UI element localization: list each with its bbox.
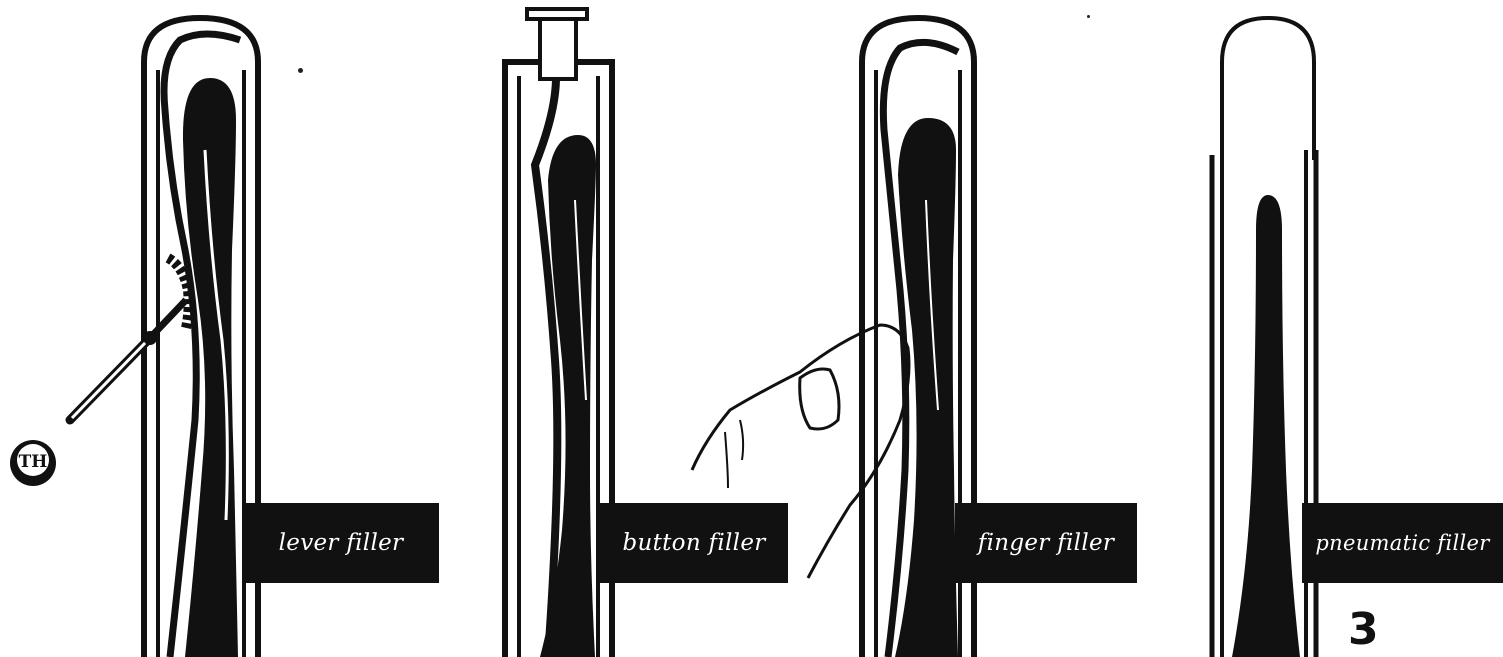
lever-ink-sac: [183, 78, 238, 657]
label-box-pneumatic: pneumatic filler: [1302, 503, 1503, 583]
button-filler-illustration: [505, 9, 612, 657]
label-box-lever: lever filler: [243, 503, 439, 583]
lever-filler-illustration: [70, 18, 258, 657]
finger-crease-1: [740, 420, 743, 460]
label-pneumatic-filler: pneumatic filler: [1315, 531, 1489, 555]
th-logo-seal: TH: [10, 440, 56, 486]
print-speck: [298, 68, 303, 73]
label-button-filler: button filler: [622, 530, 765, 556]
print-speck: [1087, 15, 1090, 18]
svg-text:TH: TH: [19, 452, 48, 472]
pneumatic-filler-illustration: [1212, 18, 1316, 657]
button-stem: [540, 19, 576, 79]
pneumatic-ink-sac: [1232, 195, 1300, 657]
finger-crease-2: [725, 432, 728, 488]
label-lever-filler: lever filler: [279, 530, 404, 556]
lever-arm-inner: [72, 342, 146, 418]
lever-pivot: [143, 331, 157, 345]
label-finger-filler: finger filler: [978, 530, 1114, 556]
page-number: 3: [1348, 608, 1379, 652]
pneumatic-cap: [1222, 18, 1314, 160]
button-ink-sac: [540, 135, 596, 657]
label-box-finger: finger filler: [955, 503, 1137, 583]
finger-nail: [800, 369, 839, 429]
label-box-button: button filler: [600, 503, 788, 583]
